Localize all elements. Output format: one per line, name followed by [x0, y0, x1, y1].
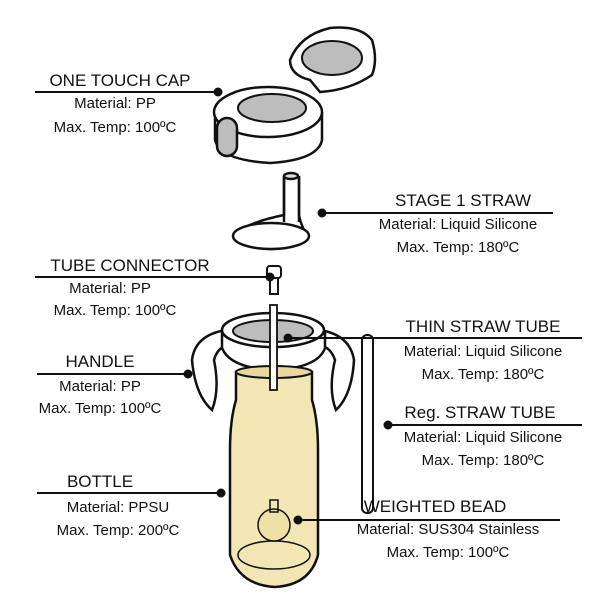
- one-touch-cap-max-temp: Max. Temp: 100ºC: [53, 119, 177, 136]
- thin-straw-tube-drawing: [269, 304, 278, 391]
- bottle-max-temp: Max. Temp: 200ºC: [56, 522, 180, 539]
- one-touch-cap-material: Material: PP: [74, 95, 156, 112]
- handle-title: HANDLE: [65, 352, 135, 371]
- stage-1-straw-material: Material: Liquid Silicone: [378, 216, 538, 233]
- thin-straw-tube-title: THIN STRAW TUBE: [405, 317, 561, 336]
- weighted-bead-max-temp: Max. Temp: 100ºC: [386, 544, 510, 561]
- leader-lines: [35, 87, 582, 525]
- bottle-drawing: [228, 365, 320, 589]
- one-touch-cap-title: ONE TOUCH CAP: [49, 71, 191, 90]
- stage-1-straw-drawing: [231, 171, 311, 251]
- tube-connector-title: TUBE CONNECTOR: [50, 256, 210, 275]
- weighted-bead-material: Material: SUS304 Stainless: [356, 521, 540, 538]
- stage-1-straw-max-temp: Max. Temp: 180ºC: [396, 239, 520, 256]
- handle-material: Material: PP: [59, 378, 141, 395]
- bottle-title: BOTTLE: [66, 472, 134, 491]
- thin-straw-tube-material: Material: Liquid Silicone: [403, 343, 563, 360]
- handle-max-temp: Max. Temp: 100ºC: [38, 400, 162, 417]
- reg-straw-tube-drawing: [361, 334, 374, 514]
- tube-connector-max-temp: Max. Temp: 100ºC: [53, 302, 177, 319]
- weighted-bead-title: WEIGHTED BEAD: [363, 497, 507, 516]
- bottle-material: Material: PPSU: [66, 499, 170, 516]
- reg-straw-tube-max-temp: Max. Temp: 180ºC: [421, 452, 545, 469]
- one-touch-cap-drawing: [212, 26, 377, 165]
- reg-straw-tube-material: Material: Liquid Silicone: [403, 429, 563, 446]
- stage-1-straw-title: STAGE 1 STRAW: [394, 191, 532, 210]
- reg-straw-tube-title: Reg. STRAW TUBE: [404, 403, 556, 422]
- thin-straw-tube-max-temp: Max. Temp: 180ºC: [421, 366, 545, 383]
- tube-connector-material: Material: PP: [69, 280, 151, 297]
